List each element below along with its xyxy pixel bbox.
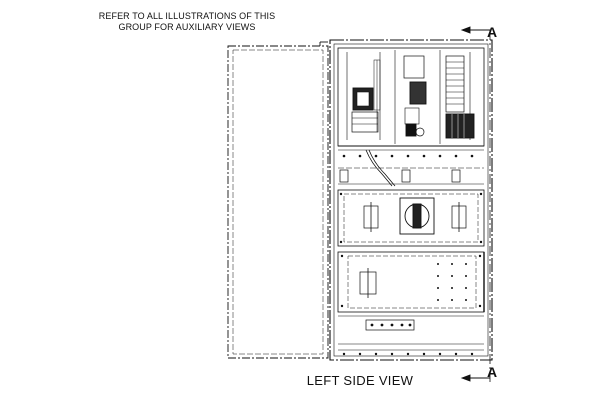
fasteners <box>339 154 483 356</box>
middle-terminal-block <box>403 55 427 137</box>
control-compartment <box>337 47 485 151</box>
cable-clamps <box>338 167 484 185</box>
view-title: LEFT SIDE VIEW <box>306 373 414 388</box>
bottom-bus-bar <box>338 315 484 351</box>
cable-run <box>365 149 396 187</box>
section-cut-line <box>460 26 491 382</box>
lower-compartment <box>337 251 485 313</box>
cabinet-body <box>329 39 493 361</box>
general-note: REFER TO ALL ILLUSTRATIONS OF THIS GROUP… <box>62 11 312 33</box>
control-relay <box>351 59 381 133</box>
cabinet-door <box>227 41 329 359</box>
right-terminal-strip <box>445 55 475 139</box>
section-marker-top: A <box>487 24 498 40</box>
section-marker-bottom: A <box>487 364 498 380</box>
note-line-1: REFER TO ALL ILLUSTRATIONS OF THIS <box>98 11 276 21</box>
note-line-2: GROUP FOR AUXILIARY VIEWS <box>118 22 256 32</box>
switch-compartment <box>337 189 485 247</box>
